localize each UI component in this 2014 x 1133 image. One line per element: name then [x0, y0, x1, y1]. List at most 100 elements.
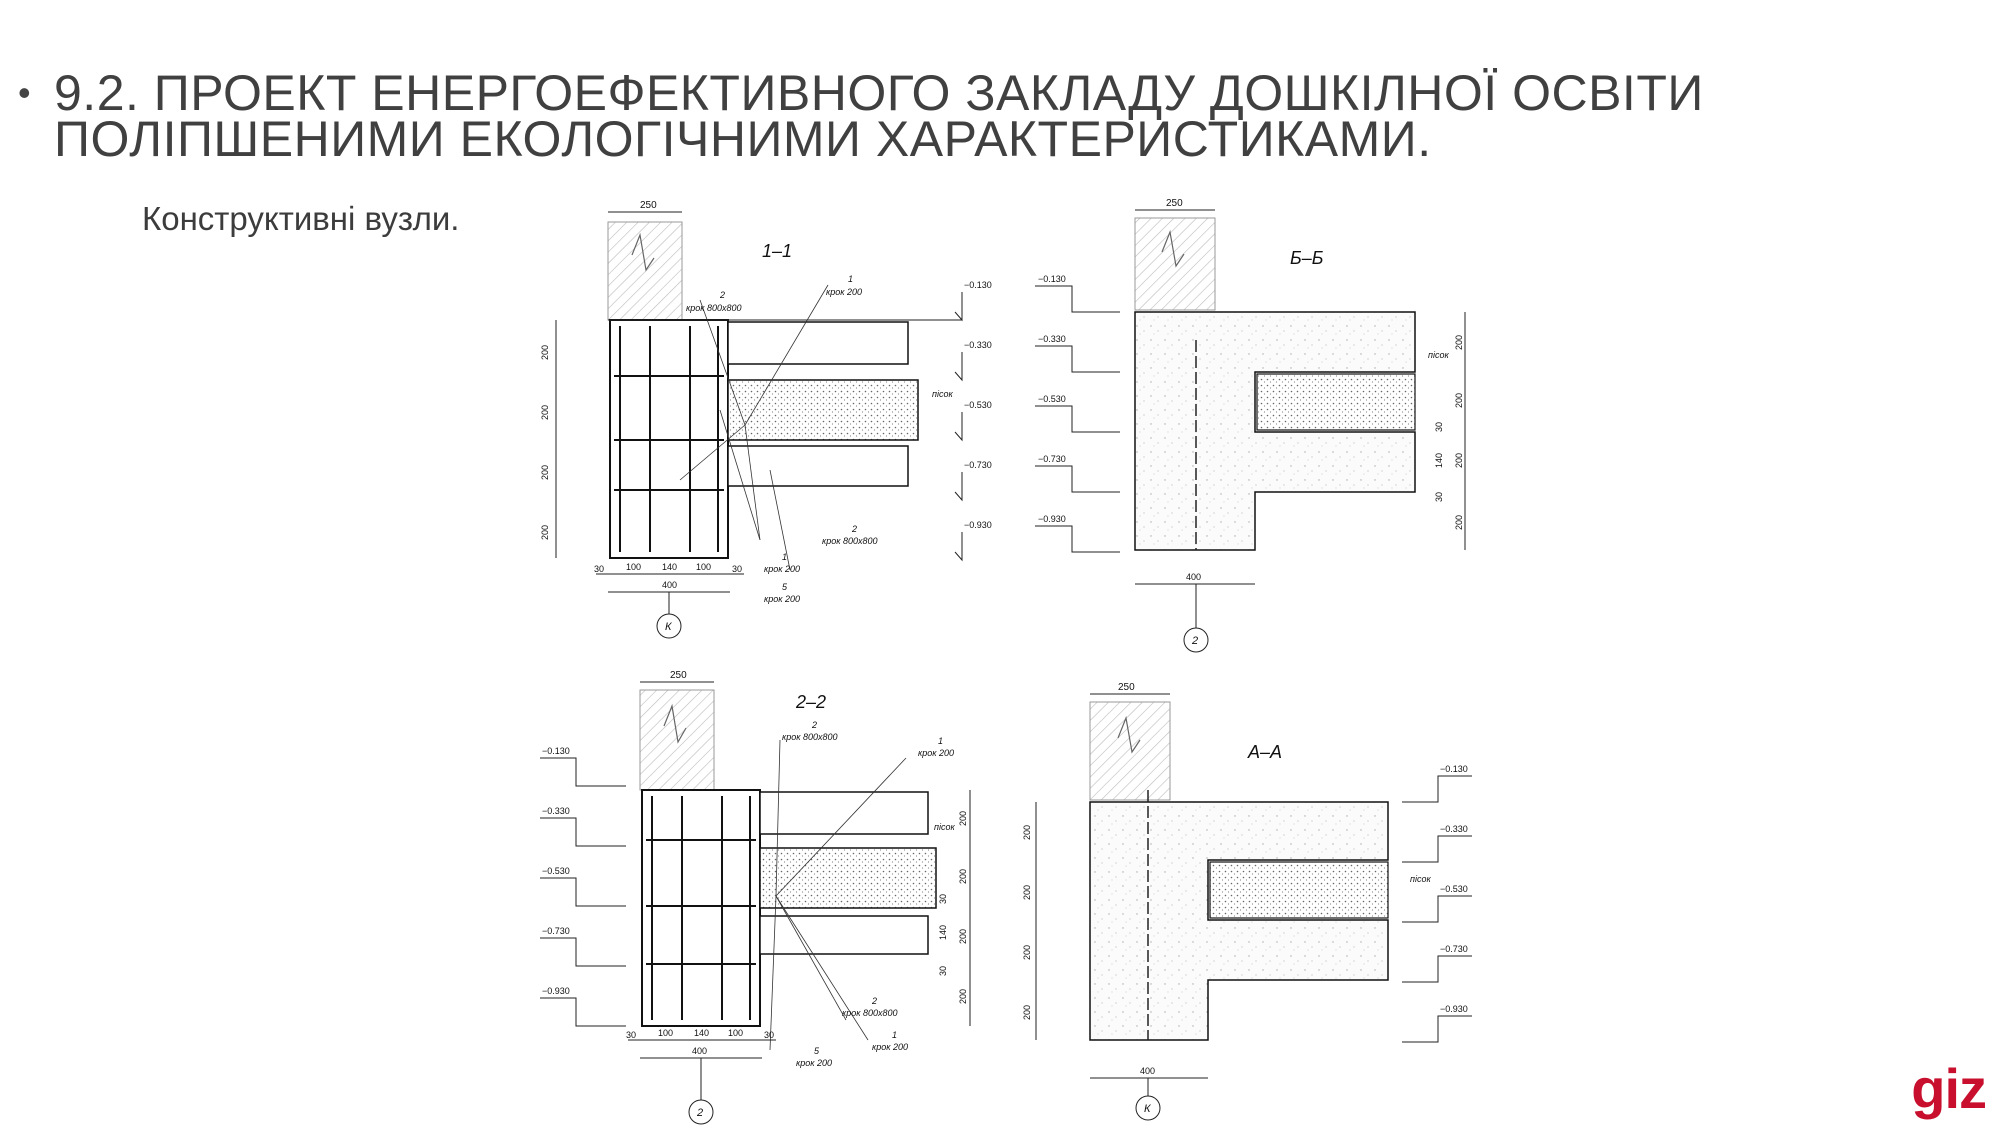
callout-2-2-b-text: крок 200	[918, 748, 954, 758]
axis-marker-b-b	[1183, 627, 1209, 653]
total-width-a-a: 400	[1140, 1066, 1155, 1076]
level-2-2-2: −0.530	[542, 866, 570, 876]
callout-2-2-a-num: 2	[811, 720, 817, 730]
callout-1-1-a-text: крок 800х800	[686, 303, 742, 313]
dim-2-2-r4: 200	[958, 929, 968, 944]
callout-1-1-b-num: 1	[848, 274, 853, 284]
wall-dim-b-b: 250	[1166, 198, 1183, 209]
dim-1-1-b1: 100	[626, 562, 641, 572]
dim-a-a-l2: 200	[1022, 945, 1032, 960]
dim-b-b-r0: 200	[1454, 335, 1464, 350]
break-line-a-a	[1117, 715, 1141, 754]
section-1-1-label: 1–1	[762, 241, 792, 261]
level-1-1-3: −0.730	[964, 460, 992, 470]
wall-b-b	[1134, 217, 1216, 311]
callout-1-1-e-num: 5	[782, 582, 788, 592]
title-bullet: •	[18, 72, 31, 113]
fill-label-2-2: пісок	[934, 822, 955, 832]
dim-a-a-l1: 200	[1022, 885, 1032, 900]
section-a-a-label: А–А	[1247, 742, 1282, 762]
dim-1-1-b2: 140	[662, 562, 677, 572]
axis-marker-2-2	[688, 1099, 714, 1125]
dim-2-2-r6: 200	[958, 989, 968, 1004]
sand-fill-2-2	[759, 847, 937, 909]
levels-1-1: −0.130 −0.330 −0.530 −0.730 −0.930	[608, 280, 992, 562]
level-b-b-0: −0.130	[1038, 274, 1066, 284]
callout-2-2-d-text: крок 200	[872, 1042, 908, 1052]
dim-a-a-l3: 200	[1022, 1005, 1032, 1020]
level-a-a-3: −0.730	[1440, 944, 1468, 954]
section-a-a: А–А 250 пісок −0.130 −0.330 −0.530 −0.73…	[1022, 682, 1472, 1121]
fill-label-1-1: пісок	[932, 389, 953, 399]
wall-1-1	[607, 221, 683, 321]
callout-2-2-e-text: крок 200	[796, 1058, 832, 1068]
fill-label-b-b: пісок	[1428, 350, 1449, 360]
levels-a-a: −0.130 −0.330 −0.530 −0.730 −0.930	[1402, 764, 1472, 1043]
title-line-1: 9.2. ПРОЕКТ ЕНЕРГОЕФЕКТИВНОГО ЗАКЛАДУ ДО…	[54, 65, 1704, 121]
callout-2-2-e-num: 5	[814, 1046, 820, 1056]
dim-2-2-r1: 200	[958, 869, 968, 884]
dim-2-2-b3: 100	[728, 1028, 743, 1038]
dim-1-1-v0: 200	[540, 345, 550, 360]
break-line-1-1	[631, 232, 655, 272]
axis-marker-1-1	[656, 613, 682, 639]
dim-1-1-b4: 30	[732, 564, 742, 574]
dim-b-b-r6: 200	[1454, 515, 1464, 530]
level-b-b-3: −0.730	[1038, 454, 1066, 464]
callout-2-2-b-num: 1	[938, 736, 943, 746]
section-2-2-label: 2–2	[795, 692, 826, 712]
dim-1-1-v1: 200	[540, 405, 550, 420]
wall-2-2	[639, 689, 715, 791]
dim-2-2-r2: 30	[938, 894, 948, 904]
dim-2-2-b1: 100	[658, 1028, 673, 1038]
level-a-a-0: −0.130	[1440, 764, 1468, 774]
callout-2-2-c-text: крок 800х800	[842, 1008, 898, 1018]
levels-2-2: −0.130 −0.330 −0.530 −0.730 −0.930	[540, 746, 626, 1027]
level-2-2-0: −0.130	[542, 746, 570, 756]
fill-label-a-a: пісок	[1410, 874, 1431, 884]
level-b-b-1: −0.330	[1038, 334, 1066, 344]
break-line-2-2	[663, 703, 687, 744]
dim-b-b-r1: 200	[1454, 393, 1464, 408]
dim-b-b-r5: 30	[1434, 492, 1444, 502]
beam-2-2	[641, 789, 761, 1027]
dim-b-b-r3: 140	[1434, 453, 1444, 468]
dim-2-2-r3: 140	[938, 925, 948, 940]
callout-2-2-a-text: крок 800х800	[782, 732, 838, 742]
footing-b-b	[1134, 311, 1416, 551]
callout-1-1-b-text: крок 200	[826, 287, 862, 297]
level-a-a-4: −0.930	[1440, 1004, 1468, 1014]
dim-b-b-r4: 200	[1454, 453, 1464, 468]
dim-2-2-b4: 30	[764, 1030, 774, 1040]
total-width-b-b: 400	[1186, 572, 1201, 582]
break-line-b-b	[1161, 229, 1185, 268]
callout-1-1-d-num: 1	[782, 552, 787, 562]
wall-a-a	[1089, 701, 1171, 801]
callout-2-2-d-num: 1	[892, 1030, 897, 1040]
sand-fill-1-1	[727, 379, 919, 441]
bottom-dims-2-2: 30 100 140 100 30 400	[626, 1028, 776, 1059]
footing-a-a	[1089, 801, 1389, 1041]
level-1-1-1: −0.330	[964, 340, 992, 350]
slide-subtitle: Конструктивні вузли.	[142, 200, 460, 237]
axis-label-a-a: К	[1144, 1103, 1151, 1115]
left-dims-1-1: 200 200 200 200	[540, 320, 557, 558]
dim-2-2-b2: 140	[694, 1028, 709, 1038]
section-b-b-label: Б–Б	[1290, 248, 1324, 268]
level-b-b-4: −0.930	[1038, 514, 1066, 524]
bottom-dims-1-1: 30 100 140 100 30 400	[594, 562, 744, 593]
right-dims-2-2: 200 200 30 140 200 30 200	[938, 790, 971, 1026]
right-dims-b-b: 200 200 30 140 200 30 200	[1434, 312, 1466, 550]
callout-2-2-c-num: 2	[871, 996, 877, 1006]
left-dims-a-a: 200 200 200 200	[1022, 802, 1037, 1040]
dim-2-2-r0: 200	[958, 811, 968, 826]
axis-label-b-b: 2	[1191, 635, 1198, 647]
dim-1-1-v2: 200	[540, 465, 550, 480]
level-2-2-4: −0.930	[542, 986, 570, 996]
section-2-2: 2–2 250 2 крок 800х800 1 крок 200 2	[540, 670, 971, 1125]
dim-1-1-v3: 200	[540, 525, 550, 540]
level-2-2-1: −0.330	[542, 806, 570, 816]
dim-1-1-b0: 30	[594, 564, 604, 574]
axis-label-2-2: 2	[696, 1107, 703, 1119]
